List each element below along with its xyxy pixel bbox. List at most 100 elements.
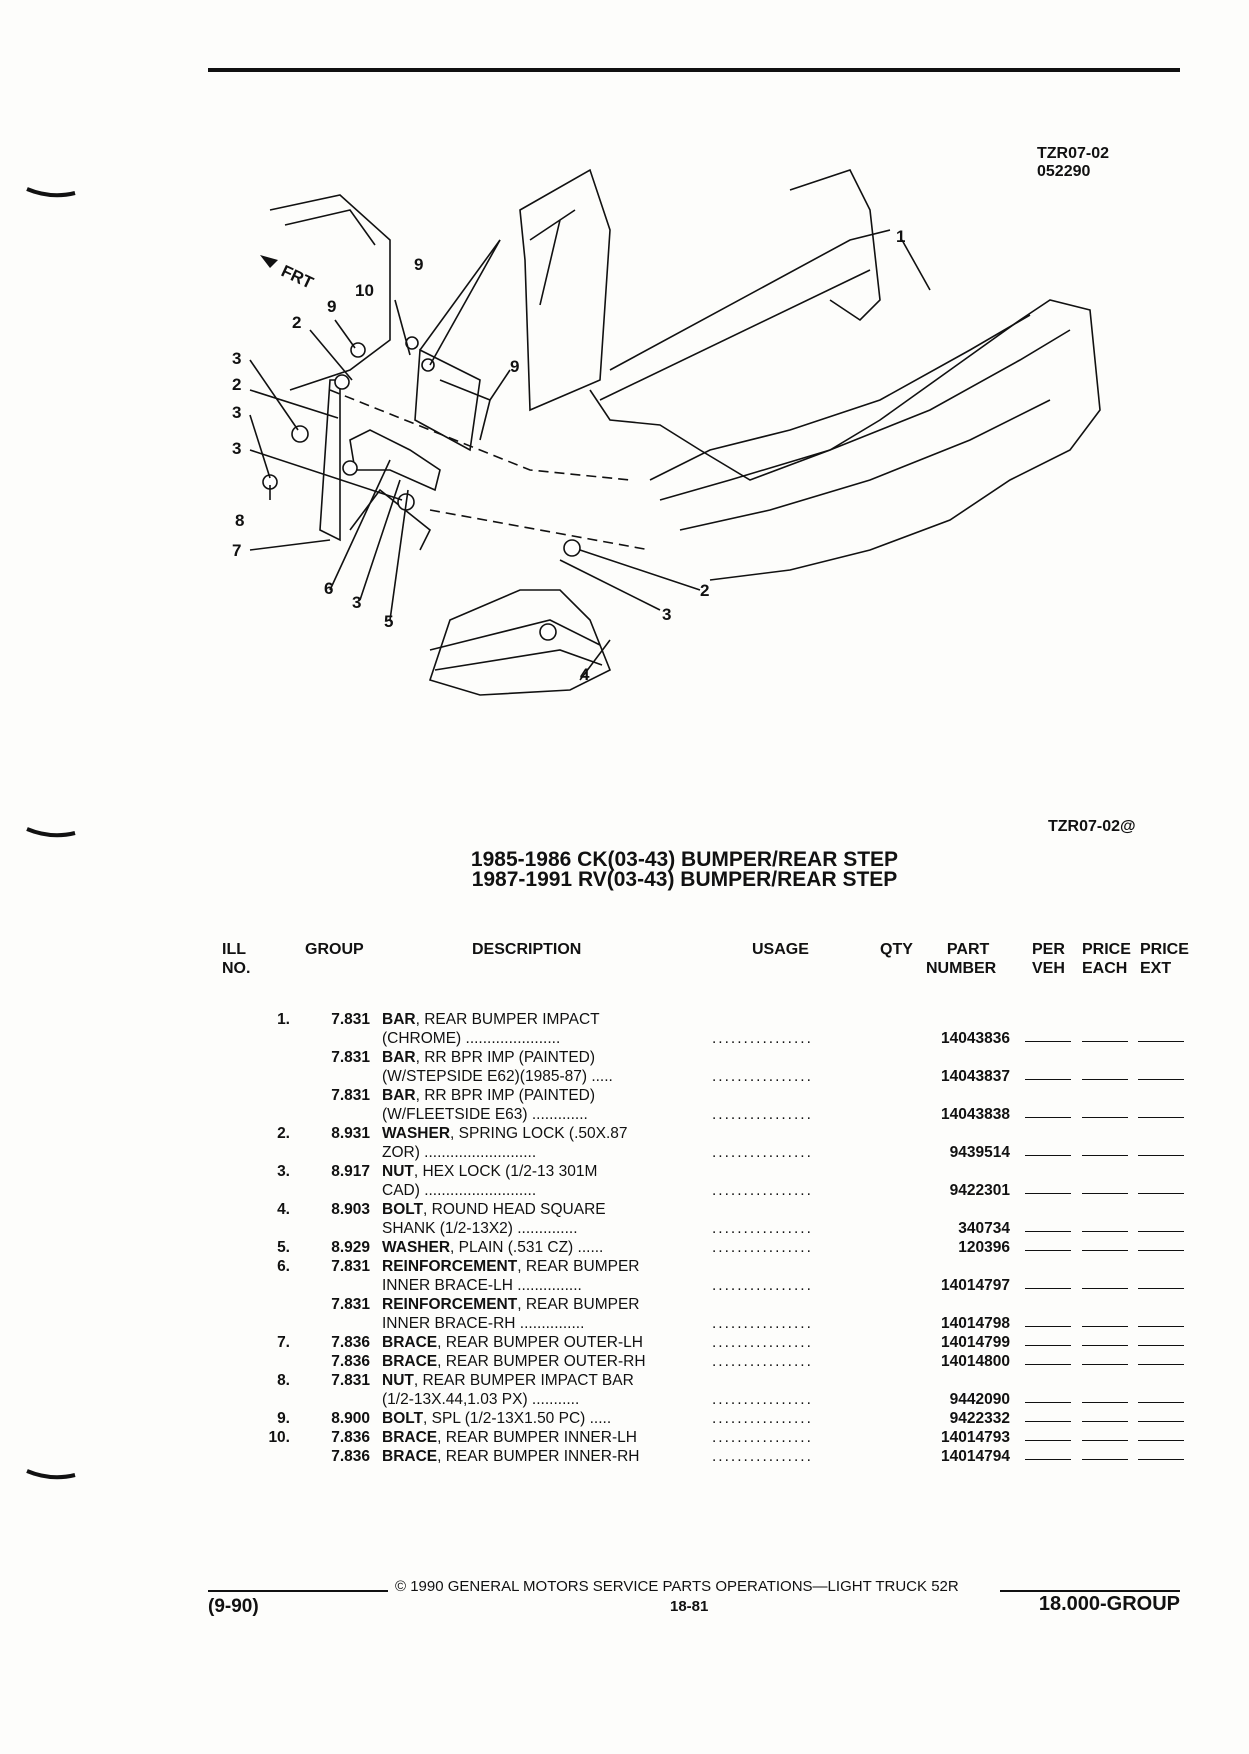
price-ext-blank xyxy=(1138,1316,1184,1327)
callout-3: 3 xyxy=(232,349,241,368)
description-line-1: NUT, HEX LOCK (1/2-13 301M xyxy=(382,1163,598,1180)
diagram-caption: TZR07-02@ xyxy=(1048,818,1136,835)
usage-dots: ................ xyxy=(712,1315,813,1332)
binder-mark xyxy=(25,1468,77,1480)
drawing-code: TZR07-02 052290 xyxy=(1037,145,1110,180)
part-number: 14014798 xyxy=(941,1315,1010,1332)
ill-number: 10. xyxy=(268,1429,290,1446)
per-veh-blank xyxy=(1025,1240,1071,1251)
description-line-1: BRACE, REAR BUMPER INNER-LH xyxy=(382,1429,637,1446)
part-number: 14014797 xyxy=(941,1277,1010,1294)
footer-rule xyxy=(208,1590,388,1592)
per-veh-blank xyxy=(1025,1183,1071,1194)
group-number: 8.929 xyxy=(331,1239,370,1256)
part-number: 14043837 xyxy=(941,1068,1010,1085)
group-number: 8.917 xyxy=(331,1163,370,1180)
description-line-1: BOLT, ROUND HEAD SQUARE xyxy=(382,1201,606,1218)
group-number: 8.900 xyxy=(331,1410,370,1427)
usage-dots: ................ xyxy=(712,1182,813,1199)
group-number: 8.903 xyxy=(331,1201,370,1218)
per-veh-blank xyxy=(1025,1107,1071,1118)
ill-number: 7. xyxy=(277,1334,290,1351)
ill-number: 6. xyxy=(277,1258,290,1275)
price-ext-blank xyxy=(1138,1278,1184,1289)
callout-7: 7 xyxy=(232,541,241,560)
bumper-assembly-illustration: FRT 1 2 2 2 3 3 3 3 3 4 5 6 7 8 9 9 9 10 xyxy=(232,168,1101,696)
description-line-2: ZOR) .......................... xyxy=(382,1144,537,1161)
price-ext-blank xyxy=(1138,1240,1184,1251)
per-veh-blank xyxy=(1025,1392,1071,1403)
price-ext-blank xyxy=(1138,1069,1184,1080)
usage-dots: ................ xyxy=(712,1353,813,1370)
price-each-blank xyxy=(1082,1221,1128,1232)
price-each-blank xyxy=(1082,1411,1128,1422)
price-each-blank xyxy=(1082,1145,1128,1156)
ill-number: 5. xyxy=(277,1239,290,1256)
callout-5: 5 xyxy=(384,612,393,631)
revision-date: (9-90) xyxy=(208,1596,259,1617)
price-each-blank xyxy=(1082,1031,1128,1042)
description-line-2: INNER BRACE-RH ............... xyxy=(382,1315,585,1332)
callout-2: 2 xyxy=(700,581,709,600)
callout-3: 3 xyxy=(232,439,241,458)
description-line-2: (CHROME) ...................... xyxy=(382,1030,561,1047)
header-qty: QTY xyxy=(880,941,913,958)
description-line-1: REINFORCEMENT, REAR BUMPER xyxy=(382,1258,640,1275)
price-ext-blank xyxy=(1138,1335,1184,1346)
callout-9: 9 xyxy=(414,255,423,274)
group-number: 7.836 xyxy=(331,1334,370,1351)
header-group: GROUP xyxy=(305,941,364,958)
part-number: 340734 xyxy=(958,1220,1010,1237)
price-ext-blank xyxy=(1138,1145,1184,1156)
per-veh-blank xyxy=(1025,1449,1071,1460)
description-line-1: BRACE, REAR BUMPER INNER-RH xyxy=(382,1448,640,1465)
per-veh-blank xyxy=(1025,1069,1071,1080)
description-line-1: BAR, RR BPR IMP (PAINTED) xyxy=(382,1087,596,1104)
ill-number: 1. xyxy=(277,1011,290,1028)
group-number: 7.831 xyxy=(331,1049,370,1066)
price-each-blank xyxy=(1082,1430,1128,1441)
usage-dots: ................ xyxy=(712,1030,813,1047)
price-ext-blank xyxy=(1138,1031,1184,1042)
usage-dots: ................ xyxy=(712,1448,813,1465)
callout-3: 3 xyxy=(662,605,671,624)
per-veh-blank xyxy=(1025,1221,1071,1232)
callout-2: 2 xyxy=(292,313,301,332)
price-each-blank xyxy=(1082,1354,1128,1365)
description-line-1: BOLT, SPL (1/2-13X1.50 PC) ..... xyxy=(382,1410,612,1427)
part-number: 14014793 xyxy=(941,1429,1010,1446)
part-number: 9442090 xyxy=(949,1391,1010,1408)
ill-number: 9. xyxy=(277,1410,290,1427)
page-number: 18-81 xyxy=(670,1598,709,1615)
front-direction-label: FRT xyxy=(278,261,317,292)
group-number: 7.831 xyxy=(331,1372,370,1389)
description-line-1: BRACE, REAR BUMPER OUTER-RH xyxy=(382,1353,646,1370)
exploded-parts-diagram: FRT 1 2 2 2 3 3 3 3 3 4 5 6 7 8 9 9 9 10 xyxy=(230,150,1190,790)
binder-mark xyxy=(25,826,77,838)
description-line-1: BAR, REAR BUMPER IMPACT xyxy=(382,1011,600,1028)
binder-mark xyxy=(25,186,77,198)
header-usage: USAGE xyxy=(752,941,809,958)
usage-dots: ................ xyxy=(712,1334,813,1351)
usage-dots: ................ xyxy=(712,1429,813,1446)
price-each-blank xyxy=(1082,1183,1128,1194)
per-veh-blank xyxy=(1025,1430,1071,1441)
price-each-blank xyxy=(1082,1392,1128,1403)
top-rule xyxy=(208,68,1180,72)
part-number: 14014799 xyxy=(941,1334,1010,1351)
price-ext-blank xyxy=(1138,1449,1184,1460)
description-line-1: BAR, RR BPR IMP (PAINTED) xyxy=(382,1049,596,1066)
usage-dots: ................ xyxy=(712,1239,813,1256)
usage-dots: ................ xyxy=(712,1277,813,1294)
price-ext-blank xyxy=(1138,1107,1184,1118)
price-each-blank xyxy=(1082,1316,1128,1327)
footer-rule xyxy=(1000,1590,1180,1592)
description-line-2: CAD) .......................... xyxy=(382,1182,537,1199)
title-line-1: 1985-1986 CK(03-43) BUMPER/REAR STEP xyxy=(470,848,899,871)
group-number: 7.836 xyxy=(331,1353,370,1370)
usage-dots: ................ xyxy=(712,1144,813,1161)
usage-dots: ................ xyxy=(712,1068,813,1085)
usage-dots: ................ xyxy=(712,1391,813,1408)
